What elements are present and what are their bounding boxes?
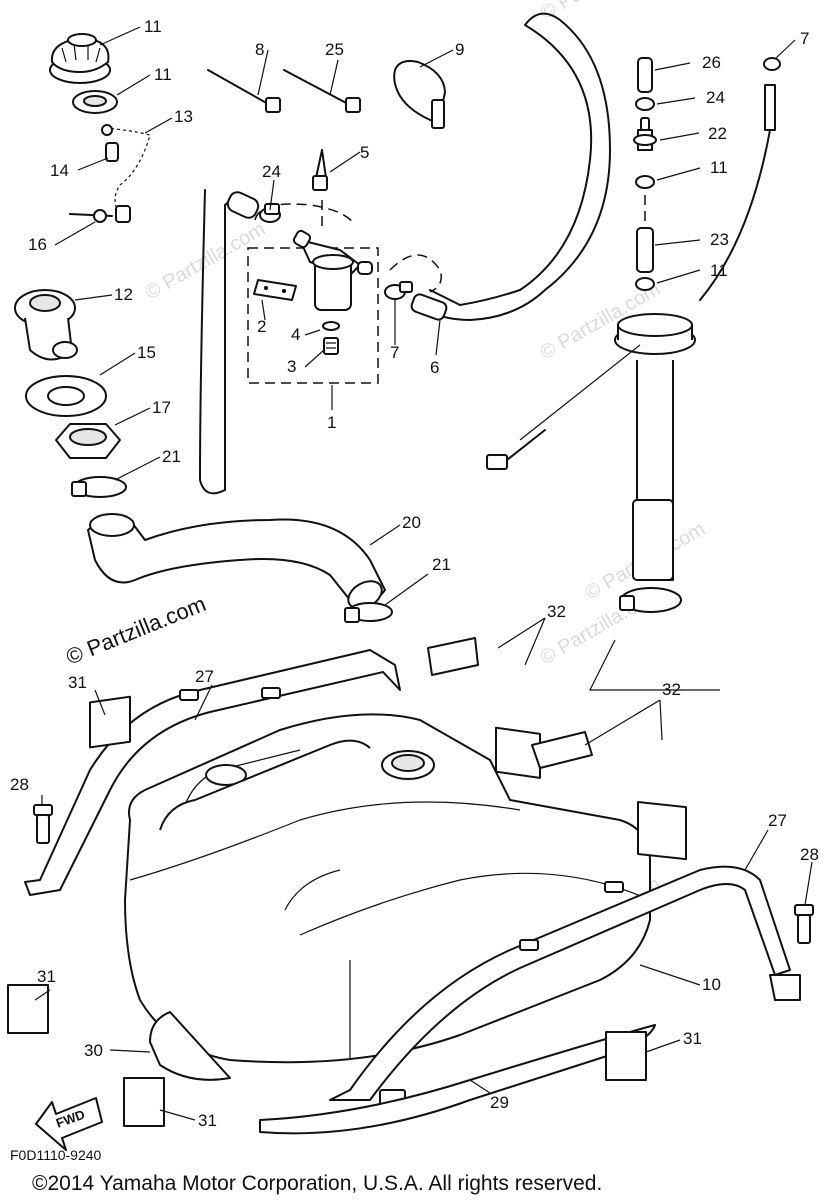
callout-26: 26 bbox=[702, 53, 721, 72]
callout-27a: 27 bbox=[195, 667, 214, 686]
rubber-pads bbox=[7, 637, 687, 1127]
callout-27b: 27 bbox=[768, 811, 787, 830]
hose-clamp-upper bbox=[71, 476, 127, 498]
callout-1: 1 bbox=[327, 413, 336, 432]
callout-12: 11 bbox=[144, 17, 162, 36]
callouts: 11 11 13 14 16 12 15 17 21 8 25 9 5 24 2… bbox=[10, 17, 819, 1130]
callout-29: 29 bbox=[490, 1093, 509, 1112]
callout-31d: 31 bbox=[198, 1111, 217, 1130]
strap-bolts bbox=[33, 804, 814, 944]
fuel-filter bbox=[247, 149, 379, 384]
neck-gasket bbox=[25, 375, 107, 417]
callout-32a: 32 bbox=[547, 602, 566, 621]
hose-clamp-lower bbox=[344, 602, 393, 623]
callout-19: 17 bbox=[152, 398, 171, 417]
callout-7a: 7 bbox=[800, 29, 809, 48]
callout-28a: 28 bbox=[10, 775, 29, 794]
callout-14: 12 bbox=[114, 285, 133, 304]
callout-32b: 32 bbox=[662, 680, 681, 699]
copyright: ©2014 Yamaha Motor Corporation, U.S.A. A… bbox=[32, 1172, 602, 1195]
callout-24a: 24 bbox=[262, 162, 281, 181]
watermark: © Partzilla.com bbox=[142, 218, 270, 304]
callout-25: 25 bbox=[325, 40, 344, 59]
hose-band bbox=[393, 60, 446, 129]
vent-hose bbox=[199, 12, 611, 495]
watermark-main: © Partzilla.com bbox=[63, 591, 210, 670]
callout-18: 16 bbox=[28, 235, 47, 254]
callout-16: 14 bbox=[50, 161, 69, 180]
callout-21b: 21 bbox=[432, 555, 451, 574]
callout-17: 15 bbox=[137, 343, 156, 362]
filler-neck bbox=[14, 289, 78, 361]
cable-ties bbox=[207, 69, 361, 113]
filler-hose bbox=[87, 513, 386, 610]
cap-gasket bbox=[72, 90, 118, 114]
fuel-tank bbox=[124, 713, 651, 1064]
callout-31c: 31 bbox=[683, 1029, 702, 1048]
fuel-line-fittings bbox=[633, 57, 781, 301]
callout-5: 5 bbox=[360, 143, 369, 162]
callout-9: 9 bbox=[455, 40, 464, 59]
callout-13: 11 bbox=[154, 65, 172, 84]
tank-pad bbox=[149, 1011, 231, 1081]
callout-11b: 11 bbox=[710, 261, 728, 280]
fwd-arrow: FWD bbox=[35, 1097, 103, 1151]
callout-24b: 24 bbox=[706, 88, 725, 107]
callout-23: 23 bbox=[710, 230, 729, 249]
callout-11a: 11 bbox=[710, 158, 728, 177]
callout-31a: 31 bbox=[68, 673, 87, 692]
callout-8: 8 bbox=[255, 40, 264, 59]
hose-clips bbox=[259, 203, 413, 300]
callout-2: 2 bbox=[257, 317, 266, 336]
callout-28b: 28 bbox=[800, 845, 819, 864]
fuel-sender bbox=[486, 313, 720, 691]
callout-30: 30 bbox=[84, 1041, 103, 1060]
callout-20: 20 bbox=[402, 513, 421, 532]
callout-6: 6 bbox=[430, 358, 439, 377]
fuel-cap bbox=[49, 33, 111, 84]
callout-21a: 21 bbox=[162, 447, 181, 466]
leader-lines bbox=[34, 26, 813, 1121]
cap-chain bbox=[69, 124, 151, 223]
callout-3: 3 bbox=[287, 357, 296, 376]
callout-10: 10 bbox=[702, 975, 721, 994]
neck-nut bbox=[55, 423, 121, 459]
watermark: © Partzilla.com bbox=[537, 0, 665, 24]
callout-15: 13 bbox=[174, 107, 193, 126]
base-plate bbox=[259, 1024, 656, 1135]
drawing-code: F0D1110-9240 bbox=[10, 1147, 102, 1163]
callout-7b: 7 bbox=[390, 343, 399, 362]
callout-22: 22 bbox=[708, 124, 727, 143]
callout-31b: 31 bbox=[37, 967, 56, 986]
callout-4: 4 bbox=[291, 325, 300, 344]
